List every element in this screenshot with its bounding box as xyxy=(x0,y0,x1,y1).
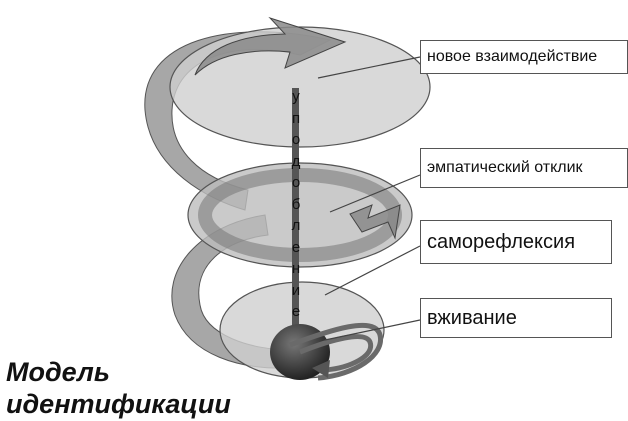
vertical-word-letter: б xyxy=(291,195,301,213)
caption-line-1: Модель xyxy=(6,357,110,387)
level-ellipse-top xyxy=(169,26,431,148)
diagram-caption: Модель идентификации xyxy=(6,356,231,420)
label-empathic-response: эмпатический отклик xyxy=(420,148,628,188)
leader-line-top xyxy=(317,56,421,79)
vertical-word-letter: и xyxy=(291,281,301,299)
spiral-arrowhead-top xyxy=(194,16,347,76)
vertical-word-letter: о xyxy=(291,174,301,191)
leader-line-2 xyxy=(329,174,421,213)
base-loop-arrow xyxy=(289,322,383,381)
vertical-word-letter: у xyxy=(292,88,300,105)
vertical-word-letter: п xyxy=(291,109,301,127)
vertical-axis xyxy=(292,88,299,356)
vertical-word-letter: л xyxy=(291,217,301,234)
vertical-word-letter: о xyxy=(291,131,301,148)
label-new-interaction: новое взаимодействие xyxy=(420,40,628,74)
caption-line-2: идентификации xyxy=(6,389,231,419)
label-empathy-entering: вживание xyxy=(420,298,612,338)
vertical-word-letter: е xyxy=(291,238,301,256)
label-self-reflection: саморефлексия xyxy=(420,220,612,264)
vertical-word-letter: е xyxy=(291,303,301,320)
base-arrowhead xyxy=(312,360,330,378)
leader-line-3 xyxy=(324,245,421,296)
leader-line-4 xyxy=(324,319,421,341)
vertical-word-letter: н xyxy=(291,260,301,277)
spiral-arrowhead-middle xyxy=(349,204,401,240)
vertical-word-letter: д xyxy=(291,152,301,170)
